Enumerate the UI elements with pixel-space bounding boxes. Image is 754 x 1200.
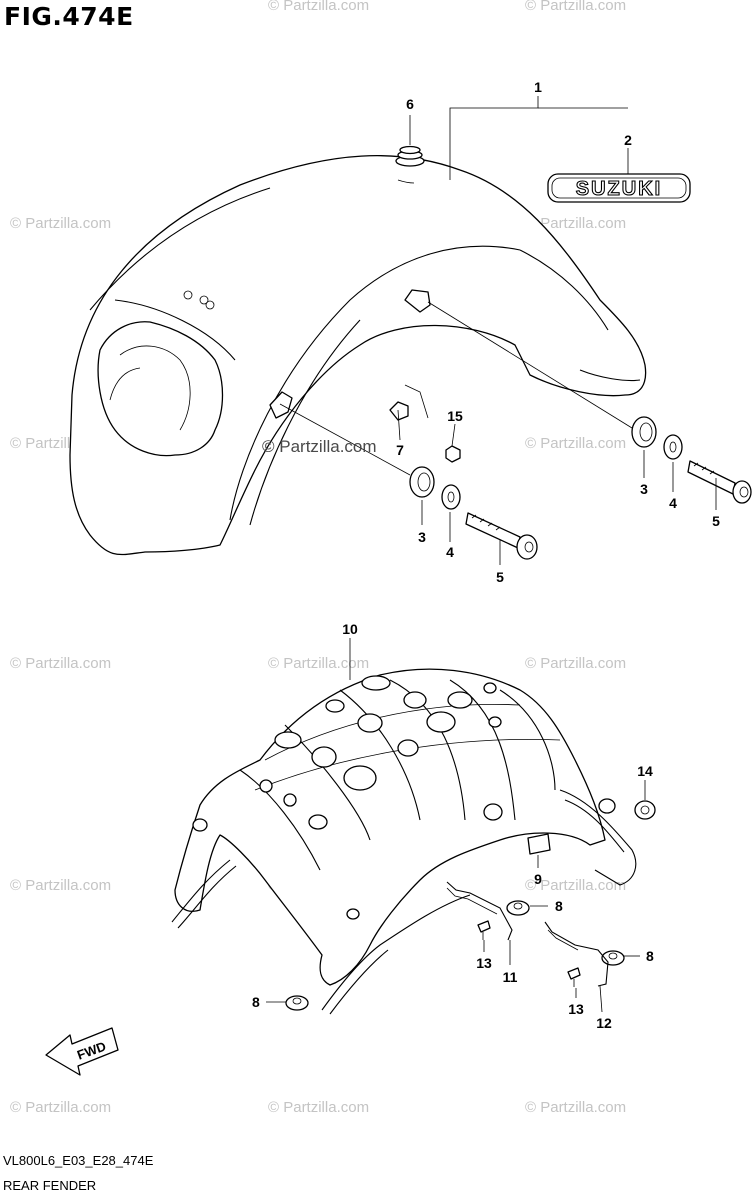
figure-title: FIG.474E [4,2,134,31]
callout-11: 11 [503,969,518,985]
nut [445,445,461,463]
screw [567,967,581,987]
callout-8: 8 [555,898,563,914]
watermark: © Partzilla.com [525,877,626,894]
figure-code: VL800L6_E03_E28_474E [3,1153,154,1168]
watermark: © Partzilla.com [268,655,369,672]
watermark: © Partzilla.com [268,0,369,14]
callout-12: 12 [596,1015,612,1031]
callout-8: 8 [646,948,654,964]
callout-8: 8 [252,994,260,1010]
callout-7: 7 [396,442,404,458]
callout-6: 6 [406,96,414,112]
screw [477,920,491,940]
clip-nut [285,995,309,1011]
callout-14: 14 [637,763,653,779]
watermark-large: © Partzilla.com [262,437,377,456]
label-plate [527,833,551,855]
callout-4: 4 [446,544,454,560]
clip-nut [506,900,530,916]
bracket [544,921,609,987]
mount-set-left [409,466,538,560]
bushing [389,401,409,421]
watermark: © Partzilla.com [10,215,111,232]
leader-lines [266,96,717,1013]
callout-5: 5 [712,513,720,529]
callout-3: 3 [418,529,426,545]
rear-fender [69,155,647,556]
watermark: © Partzilla.com [10,877,111,894]
callout-4: 4 [669,495,677,511]
suzuki-emblem: SUZUKI [547,173,691,203]
watermark: © Partzilla.com [525,435,626,452]
mount-set-right [631,416,752,504]
callout-5: 5 [496,569,504,585]
figure-name: REAR FENDER [3,1178,97,1193]
callout-10: 10 [342,621,358,637]
callout-9: 9 [534,871,542,887]
callout-layer: 1 2 3 3 4 4 5 5 6 7 8 8 8 9 10 11 12 13 … [252,79,720,1031]
watermark: © Partzilla.com [525,0,626,14]
bracket [446,881,513,941]
callout-13: 13 [476,955,492,971]
watermark: © Partzilla.com [10,655,111,672]
forward-arrow-icon: FWD [45,1027,119,1076]
callout-2: 2 [624,132,632,148]
callout-3: 3 [640,481,648,497]
callout-1: 1 [534,79,542,95]
inner-fender [171,668,637,1015]
emblem-text: SUZUKI [576,178,662,200]
grommet [395,145,425,167]
watermark: © Partzilla.com [525,1099,626,1116]
watermark: © Partzilla.com [10,1099,111,1116]
nut [634,800,656,820]
watermark: © Partzilla.com [525,215,626,232]
watermark: © Partzilla.com [525,655,626,672]
callout-15: 15 [447,408,463,424]
watermark: © Partzilla.com [268,1099,369,1116]
callout-13: 13 [568,1001,584,1017]
